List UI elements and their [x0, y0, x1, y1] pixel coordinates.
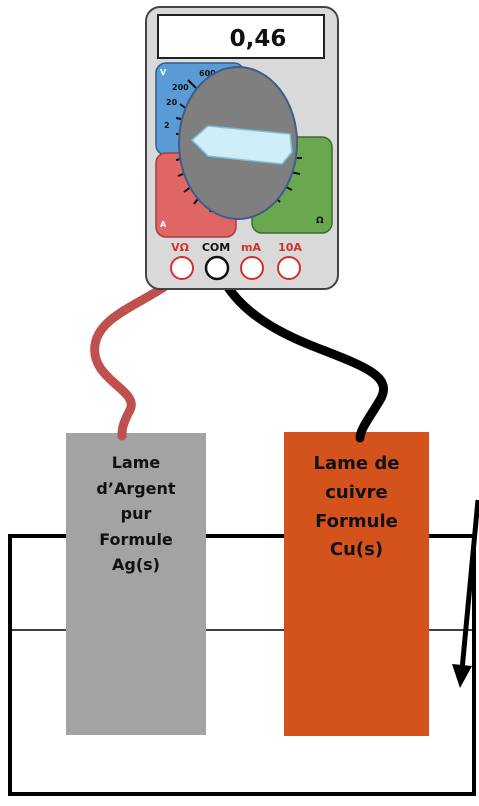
socket-label-vohm: VΩ	[171, 241, 190, 254]
direction-arrow	[452, 499, 479, 688]
silver-label-line-2: d’Argent	[96, 478, 176, 498]
copper-label-line-3: Formule	[315, 510, 398, 532]
multimeter-display-value: 0,46	[230, 26, 287, 52]
silver-label-line-5: Ag(s)	[112, 555, 160, 575]
scale-label-20: 20	[166, 98, 178, 107]
scale-label-200: 200	[172, 83, 189, 92]
socket-label-ma: mA	[241, 241, 261, 254]
current-zone-label: A	[160, 220, 167, 229]
dial-pointer	[190, 125, 293, 165]
copper-label-line-2: cuivre	[325, 481, 388, 503]
beaker-outline	[8, 534, 476, 796]
silver-label-line-3: pur	[120, 504, 152, 524]
scale-label-2: 2	[164, 121, 170, 130]
silver-electrode	[66, 433, 206, 735]
multimeter-screen	[157, 14, 325, 59]
socket-label-com: COM	[202, 241, 230, 254]
silver-label-line-1: Lame	[111, 453, 161, 472]
resistance-zone-label: Ω	[316, 216, 324, 226]
voltage-scale: 600 200 20 2	[164, 69, 216, 130]
socket-label-10a: 10A	[278, 241, 302, 254]
copper-label-line-4: Cu(s)	[329, 539, 384, 561]
black-wire	[213, 263, 388, 443]
copper-electrode-label: Lame de cuivre Formule Cu(s)	[284, 450, 429, 565]
silver-label-line-4: Formule	[99, 529, 173, 549]
socket-com[interactable]	[204, 255, 230, 281]
silver-electrode-label: Lame d’Argent pur Formule Ag(s)	[66, 450, 206, 578]
socket-ma[interactable]	[240, 256, 264, 280]
scale-label-600: 600	[199, 69, 216, 78]
socket-vohm[interactable]	[170, 256, 194, 280]
copper-electrode	[284, 432, 429, 736]
voltage-zone-label: V	[160, 68, 167, 77]
multimeter: 0,46 600 200 20 2 V A Ω	[145, 6, 339, 290]
socket-10a[interactable]	[277, 256, 301, 280]
red-wire	[90, 263, 191, 441]
copper-label-line-1: Lame de	[313, 453, 400, 474]
